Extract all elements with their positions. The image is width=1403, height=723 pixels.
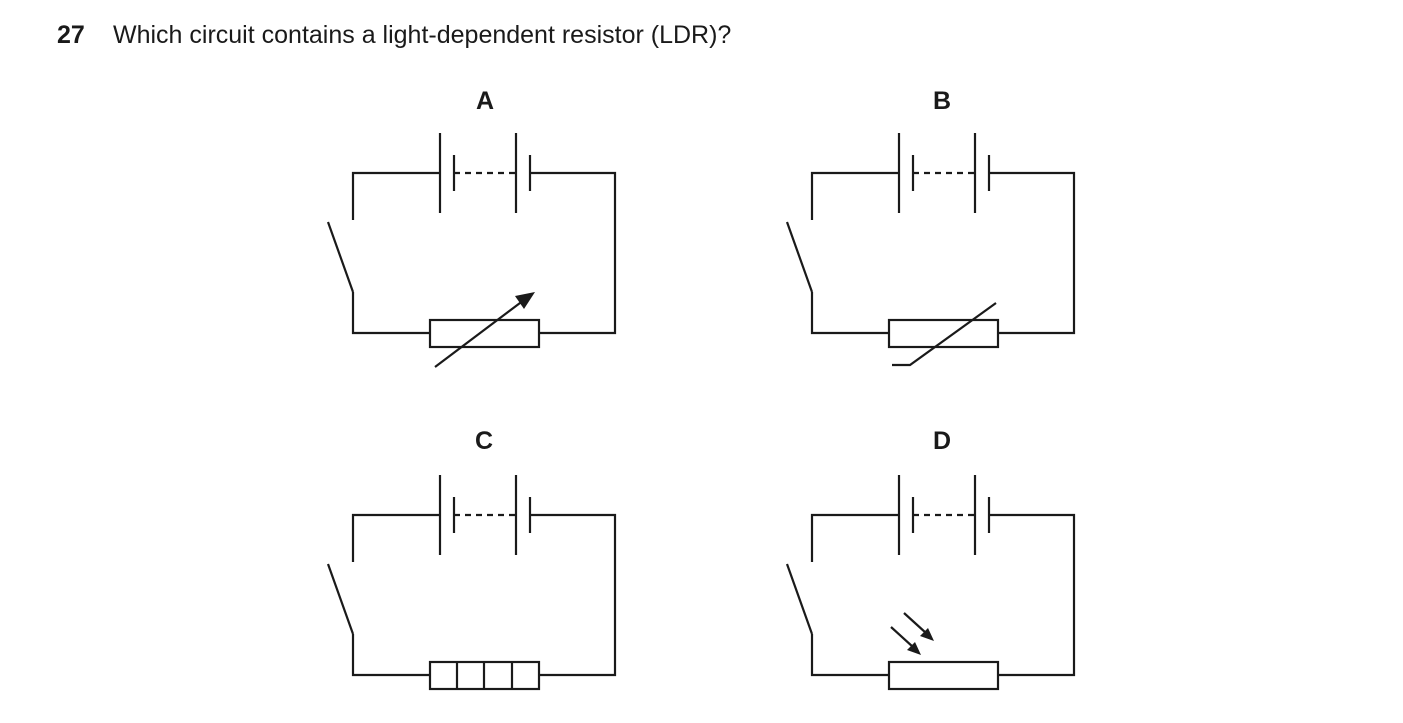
thermistor-symbol xyxy=(887,302,1000,367)
circuit-b xyxy=(785,133,1076,367)
switch xyxy=(326,221,355,293)
option-label-d: D xyxy=(932,427,952,455)
switch xyxy=(785,221,814,293)
switch xyxy=(326,563,355,635)
switch xyxy=(785,563,814,635)
question: 27 Which circuit contains a light-depende… xyxy=(57,17,731,53)
option-label-c: C xyxy=(474,427,494,455)
circuit-d xyxy=(785,475,1076,691)
option-label-a: A xyxy=(475,87,495,115)
wires xyxy=(810,171,1076,335)
question-number: 27 xyxy=(57,21,85,49)
question-text: Which circuit contains a light-dependent… xyxy=(113,21,732,49)
variable-resistor-symbol xyxy=(428,292,541,368)
circuit-a xyxy=(326,133,617,368)
segmented-component-symbol xyxy=(428,660,541,691)
battery xyxy=(438,475,532,555)
option-label-b: B xyxy=(932,87,952,115)
light-arrow-icon xyxy=(890,626,921,655)
wires xyxy=(810,513,1076,677)
ldr-symbol xyxy=(887,612,1000,691)
circuit-c xyxy=(326,475,617,691)
battery xyxy=(897,133,991,213)
battery xyxy=(438,133,532,213)
wires xyxy=(351,513,617,677)
wires xyxy=(351,171,617,335)
light-arrow-icon xyxy=(903,612,934,641)
battery xyxy=(897,475,991,555)
